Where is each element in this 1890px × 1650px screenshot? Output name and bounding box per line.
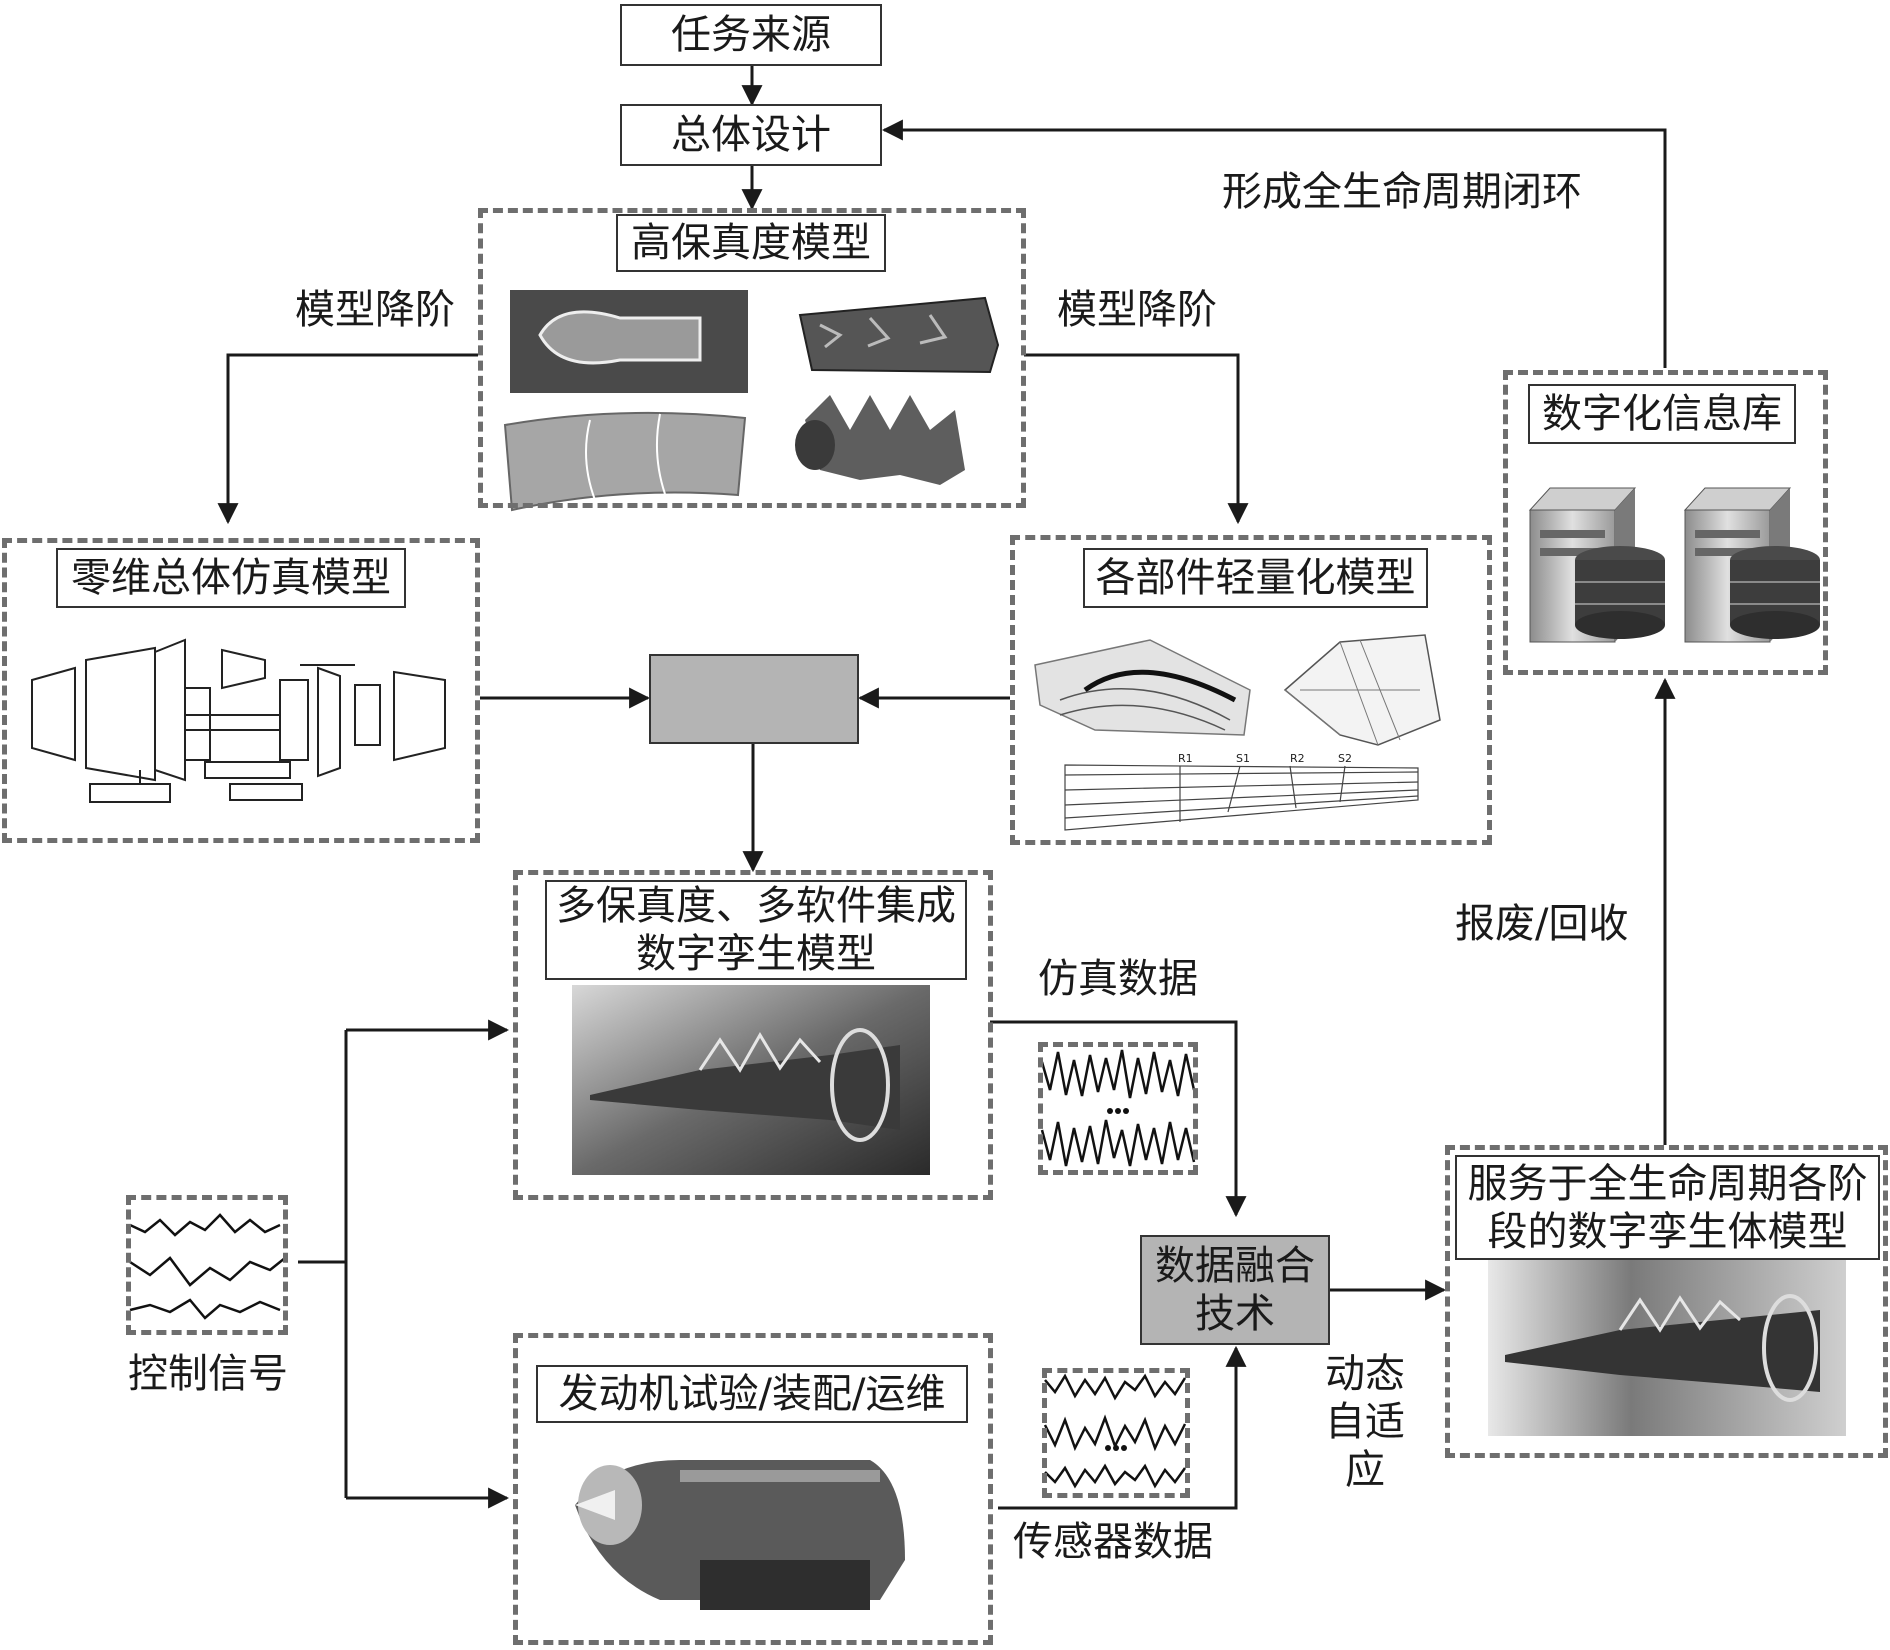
thumb-airfoil-field bbox=[1034, 639, 1251, 736]
photo-multi-twin bbox=[572, 985, 930, 1175]
hifi-thumbnails bbox=[503, 290, 1000, 512]
svg-text:R1: R1 bbox=[1178, 752, 1193, 765]
node-multi-fidelity: 多保真度、多软件集成数字孪生模型 bbox=[545, 880, 967, 980]
group-high-fidelity bbox=[478, 208, 1026, 508]
combine-node bbox=[649, 654, 859, 744]
node-task-source: 任务来源 bbox=[620, 4, 882, 66]
zero-dim-schematic bbox=[31, 638, 446, 803]
server-left-icon bbox=[1528, 487, 1665, 643]
waveform-sensor-1 bbox=[1044, 1373, 1187, 1401]
svg-text:S2: S2 bbox=[1338, 752, 1352, 765]
group-zero-dim bbox=[2, 538, 480, 843]
group-lightweight bbox=[1010, 535, 1492, 845]
label-reduce-left: 模型降阶 bbox=[295, 287, 455, 333]
label-sensor-data: 传感器数据 bbox=[1013, 1519, 1213, 1565]
thumb-turbine bbox=[805, 395, 965, 485]
label-control-signal: 控制信号 bbox=[128, 1351, 288, 1397]
node-lifecycle-twin: 服务于全生命周期各阶段的数字孪生体模型 bbox=[1455, 1155, 1880, 1260]
label-scrap-recycle: 报废/回收 bbox=[1455, 901, 1629, 947]
server-right-icon bbox=[1683, 487, 1820, 643]
node-high-fidelity: 高保真度模型 bbox=[616, 214, 886, 272]
label-closed-loop: 形成全生命周期闭环 bbox=[1222, 169, 1582, 215]
photo-engine bbox=[558, 1428, 920, 1620]
lightweight-thumbnails: R1 S1 R2 S2 bbox=[1034, 634, 1441, 831]
thumb-blade-surface bbox=[503, 411, 747, 512]
group-lifecycle-twin bbox=[1445, 1145, 1888, 1458]
node-lightweight: 各部件轻量化模型 bbox=[1083, 548, 1428, 608]
arrow-reduce-left bbox=[217, 353, 478, 525]
thumb-cascade-grid bbox=[1064, 764, 1419, 831]
group-sensor-waveforms bbox=[1042, 1368, 1190, 1498]
group-sim-waveforms bbox=[1038, 1042, 1198, 1175]
group-control-waveforms bbox=[126, 1195, 288, 1335]
waveform-sensor-3 bbox=[1044, 1463, 1187, 1489]
group-digital-library bbox=[1503, 370, 1828, 675]
server-icons bbox=[1528, 487, 1820, 643]
waveform-control-1 bbox=[129, 1213, 281, 1237]
arrow-reduce-right bbox=[1024, 353, 1249, 525]
arrow-sim-to-fusion bbox=[990, 1020, 1247, 1218]
node-zero-dim: 零维总体仿真模型 bbox=[56, 548, 406, 608]
arrow-loop-to-design bbox=[881, 119, 1667, 368]
waveform-control-2 bbox=[129, 1256, 286, 1287]
group-engine-test bbox=[513, 1333, 993, 1645]
photo-lifecycle-twin bbox=[1488, 1248, 1846, 1436]
waveform-sim-1 bbox=[1040, 1049, 1196, 1099]
svg-text:S1: S1 bbox=[1236, 752, 1250, 765]
arrow-sensor-to-fusion bbox=[998, 1345, 1247, 1510]
waveform-control-3 bbox=[129, 1298, 281, 1320]
node-engine-test: 发动机试验/装配/运维 bbox=[536, 1365, 968, 1423]
thumb-porous bbox=[798, 296, 1000, 374]
node-data-fusion: 数据融合技术 bbox=[1140, 1235, 1330, 1345]
label-sim-data: 仿真数据 bbox=[1038, 956, 1198, 1002]
waveform-sim-2 bbox=[1040, 1119, 1196, 1167]
group-multi-fidelity bbox=[513, 870, 993, 1200]
label-dynamic-adaptive: 动态自适应 bbox=[1325, 1351, 1405, 1493]
node-overall-design: 总体设计 bbox=[620, 104, 882, 166]
label-reduce-right: 模型降阶 bbox=[1057, 287, 1217, 333]
node-digital-library: 数字化信息库 bbox=[1528, 384, 1796, 444]
svg-text:R2: R2 bbox=[1290, 752, 1305, 765]
